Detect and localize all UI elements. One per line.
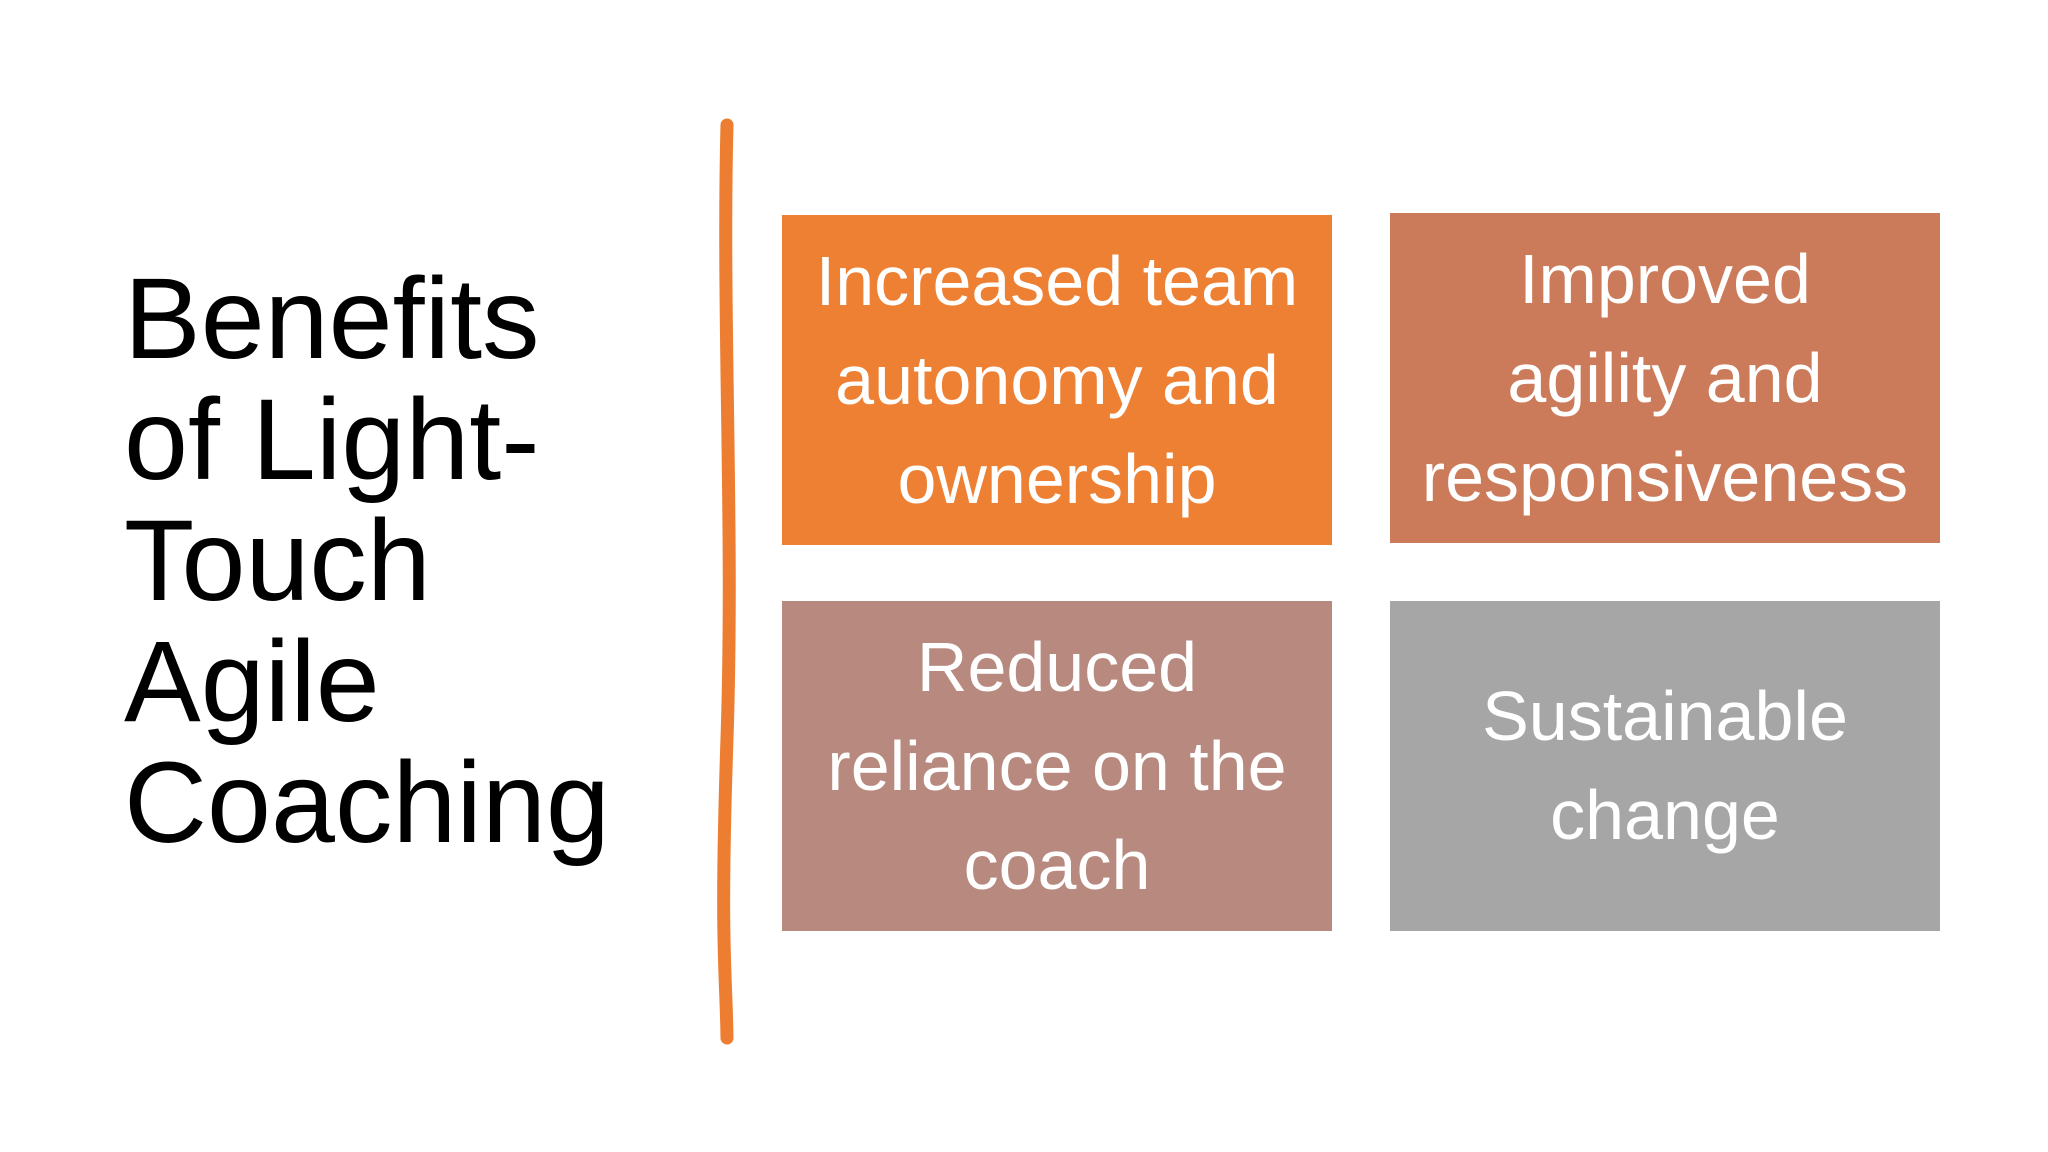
benefit-label: Sustainable change [1482,677,1848,854]
benefit-box-sustainable-change: Sustainable change [1390,601,1940,931]
slide-title: Benefits of Light- Touch Agile Coaching [124,255,610,867]
benefit-label: Improved agility and responsiveness [1421,239,1909,516]
benefit-box-reduced-reliance: Reduced reliance on the coach [782,601,1332,931]
divider-line [717,118,736,1045]
benefit-label: Increased team autonomy and ownership [815,241,1299,518]
benefit-box-increased-team-autonomy: Increased team autonomy and ownership [782,215,1332,545]
benefit-label: Reduced reliance on the coach [827,627,1287,904]
divider-line-stroke [717,118,736,1045]
benefit-box-improved-agility: Improved agility and responsiveness [1390,213,1940,543]
